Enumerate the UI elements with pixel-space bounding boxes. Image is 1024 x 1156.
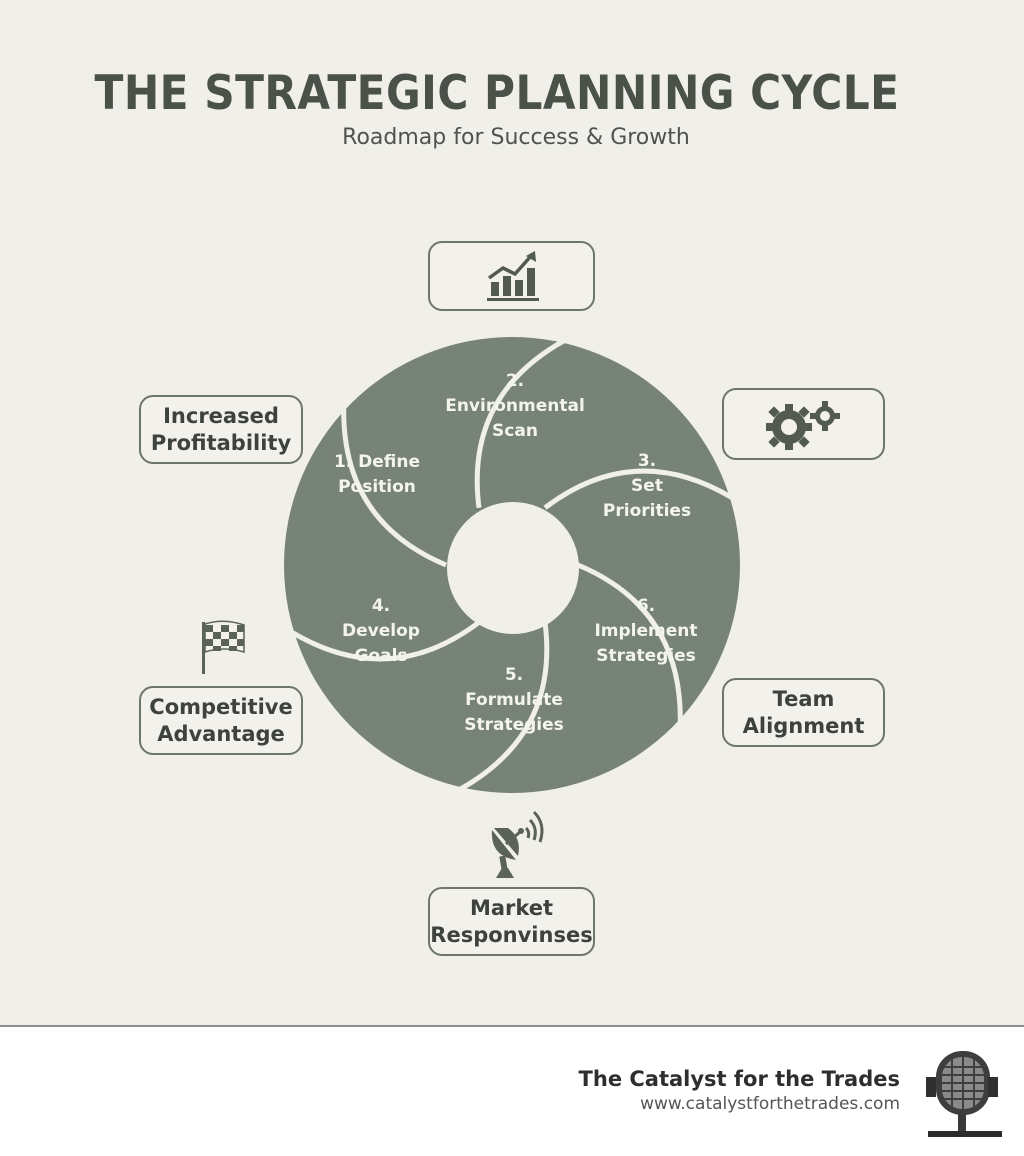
market-responsiveness-box: Market Responvinses [428,887,595,956]
segment-label-line: Set [631,476,663,496]
segment-divider [577,562,683,722]
growth-chart-box [428,241,595,311]
segment-label-line: Develop [342,621,420,641]
segment-label-line: Formulate [465,690,563,710]
segment-label-line: Goals [354,646,407,666]
segment-label-line: Environmental [445,396,585,416]
gears-icon [765,401,840,450]
segment-divider [341,408,447,568]
segment-label-line: Strategies [596,646,696,666]
segment-label-line: 6. [637,596,655,616]
segment-label-line: Scan [492,421,538,441]
page-subtitle: Roadmap for Success & Growth [342,125,690,150]
segment-label-line: 3. [638,451,656,471]
segment-divider [543,468,734,510]
segment-label-line: 5. [505,665,523,685]
segment-label-line: Strategies [464,715,564,735]
segment-label-line: 4. [372,596,390,616]
segment-divider [474,338,565,509]
page-title: THE STRATEGIC PLANNING CYCLE [94,66,900,121]
segment-divider [290,620,481,662]
segment-divider [459,621,550,792]
bar-chart-growth-icon [486,251,539,301]
gears-box [722,388,885,460]
checkered-flag-icon [202,620,245,674]
microphone-logo-icon [926,1051,1002,1137]
brand-url[interactable]: www.catalystforthetrades.com [640,1094,900,1114]
segment-dividers [290,338,734,792]
brand-name: The Catalyst for the Trades [578,1067,900,1091]
segment-label-line: 1. Define [334,452,420,472]
segment-label-line: 2. [506,371,524,391]
team-alignment-box: Team Alignment [722,678,885,747]
competitive-advantage-box: Competitive Advantage [139,686,303,755]
segment-label-line: Priorities [603,501,691,521]
increased-profitability-box: Increased Profitability [139,395,303,464]
segment-label-line: Position [338,477,416,497]
cycle-center [447,502,579,634]
satellite-dish-icon [491,810,544,878]
footer: The Catalyst for the Trades www.catalyst… [0,1025,1024,1156]
segment-label-line: Implement [594,621,697,641]
